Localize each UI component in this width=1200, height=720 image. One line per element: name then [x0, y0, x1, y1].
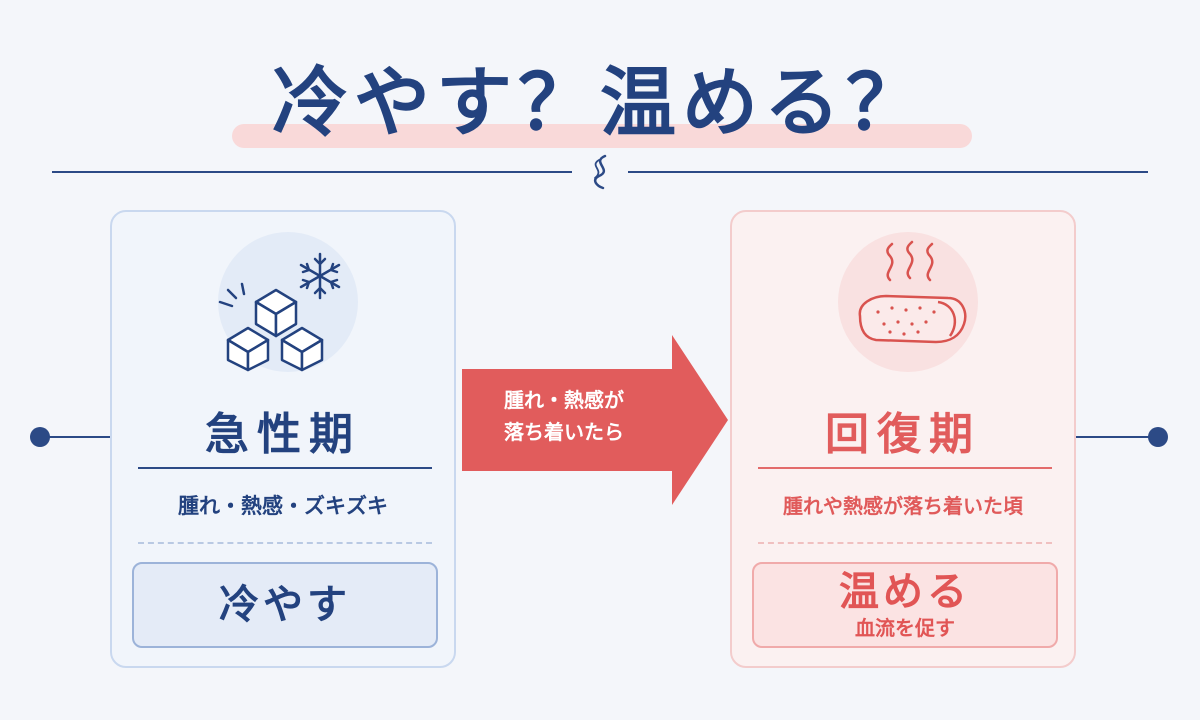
transition-arrow	[462, 335, 728, 505]
recovery-phase-card: 回復期 腫れや熱感が落ち着いた頃 温める 血流を促す	[730, 210, 1076, 668]
wave-ornament-icon	[593, 154, 607, 190]
dashed-separator	[758, 542, 1052, 544]
icon-circle	[218, 232, 358, 372]
arrow-label: 腫れ・熱感が 落ち着いたら	[466, 384, 662, 448]
divider-right	[628, 171, 1148, 173]
action-label: 冷やす	[219, 582, 351, 628]
title-highlight	[232, 124, 972, 148]
arrow-label-line2: 落ち着いたら	[504, 420, 624, 444]
ice-cubes-snowflake-icon	[218, 252, 341, 372]
divider-left	[52, 171, 572, 173]
action-sublabel: 血流を促す	[855, 616, 955, 640]
phase-description: 腫れや熱感が落ち着いた頃	[783, 494, 1023, 518]
dashed-separator	[138, 542, 432, 544]
connector-line-right	[1076, 436, 1160, 438]
icon-circle	[838, 232, 978, 372]
action-box: 冷やす	[132, 562, 438, 648]
phase-description: 腫れ・熱感・ズキズキ	[178, 494, 388, 518]
arrow-label-line1: 腫れ・熱感が	[504, 388, 624, 412]
phase-label: 急性期	[205, 409, 361, 460]
connector-line-left	[40, 436, 110, 438]
connector-dot-right	[1148, 427, 1168, 447]
phase-underline	[138, 467, 432, 469]
phase-label: 回復期	[825, 409, 981, 460]
hot-towel-icon	[858, 240, 967, 344]
phase-underline	[758, 467, 1052, 469]
acute-phase-card: 急性期 腫れ・熱感・ズキズキ 冷やす	[110, 210, 456, 668]
action-label: 温める	[839, 569, 971, 615]
title-area: 冷やす？温める？	[0, 48, 1200, 158]
page-title: 冷やす？温める？	[272, 58, 928, 147]
action-box: 温める 血流を促す	[752, 562, 1058, 648]
connector-dot-left	[30, 427, 50, 447]
